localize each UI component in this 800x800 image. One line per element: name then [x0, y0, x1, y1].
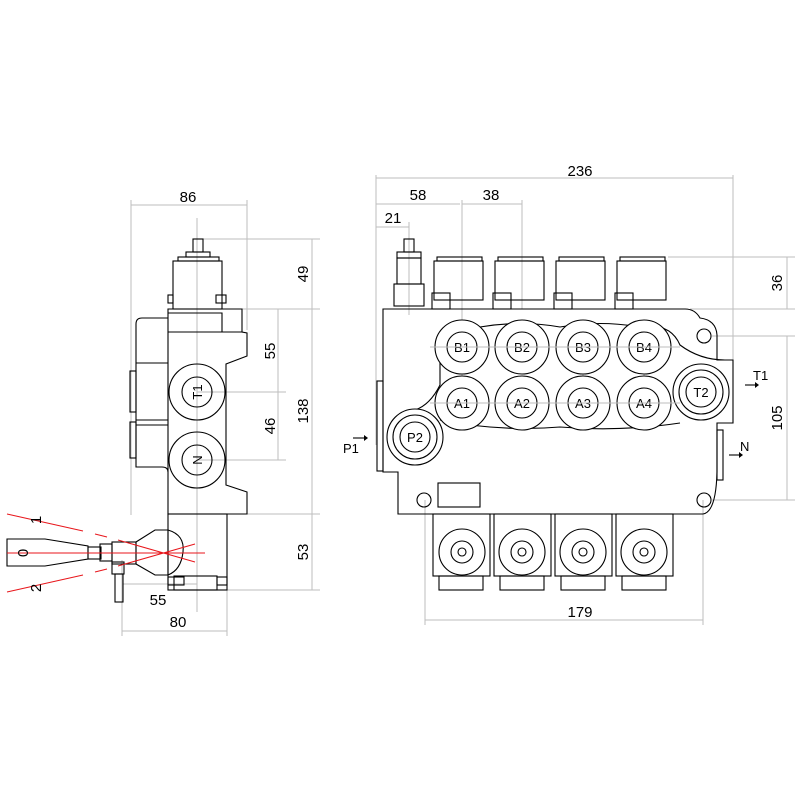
dim-21: 21 — [385, 210, 402, 227]
solenoid-top-4 — [614, 256, 667, 310]
dim-53: 53 — [295, 544, 312, 561]
dim-86: 86 — [180, 189, 197, 206]
external-port-labels: P1 T1 N — [343, 368, 768, 458]
port-t2: T2 — [672, 363, 730, 421]
label-p1: P1 — [343, 441, 359, 456]
side-view: 86 49 138 53 55 46 55 80 T1 N — [6, 189, 320, 636]
port-p2: P2 — [386, 408, 444, 466]
dim-105: 105 — [769, 405, 786, 430]
port-n-side: N — [190, 455, 205, 464]
label-n: N — [740, 439, 749, 454]
svg-text:T2: T2 — [693, 385, 708, 400]
label-t1: T1 — [753, 368, 768, 383]
solenoid-top-2 — [492, 256, 545, 310]
control-lever[interactable]: 1 0 2 — [6, 513, 205, 603]
front-view: 236 58 38 21 36 105 179 B1 B2 B — [343, 163, 795, 625]
dim-236: 236 — [567, 163, 592, 180]
side-dimensions: 86 49 138 53 55 46 55 80 — [121, 189, 320, 636]
dim-80: 80 — [170, 614, 187, 631]
dim-49: 49 — [295, 266, 312, 283]
port-t1-side: T1 — [190, 384, 205, 399]
top-solenoids — [431, 256, 667, 310]
lever-angle-lines — [6, 513, 205, 593]
dim-179: 179 — [567, 604, 592, 621]
arrow-icon — [739, 452, 743, 458]
dim-36: 36 — [769, 275, 786, 292]
side-body: T1 N — [129, 238, 248, 591]
dim-46: 46 — [262, 418, 279, 435]
solenoid-top-3 — [553, 256, 606, 310]
solenoid-top-1 — [431, 256, 484, 310]
arrow-icon — [364, 435, 368, 441]
svg-text:P2: P2 — [407, 430, 423, 445]
lever-position-1: 1 — [28, 516, 45, 524]
dim-138: 138 — [295, 398, 312, 423]
relief-valve[interactable] — [393, 238, 425, 307]
front-body — [376, 308, 734, 515]
lever-position-0: 0 — [15, 549, 32, 557]
bottom-solenoids — [432, 513, 674, 591]
dim-38: 38 — [483, 187, 500, 204]
dim-55-horizontal: 55 — [150, 592, 167, 609]
ports: B1 B2 B3 B4 A1 A2 A3 A4 T2 P2 — [386, 319, 730, 466]
arrow-icon — [755, 382, 759, 388]
lever-position-2: 2 — [28, 584, 45, 592]
dim-58: 58 — [410, 187, 427, 204]
dim-55-vertical: 55 — [262, 343, 279, 360]
